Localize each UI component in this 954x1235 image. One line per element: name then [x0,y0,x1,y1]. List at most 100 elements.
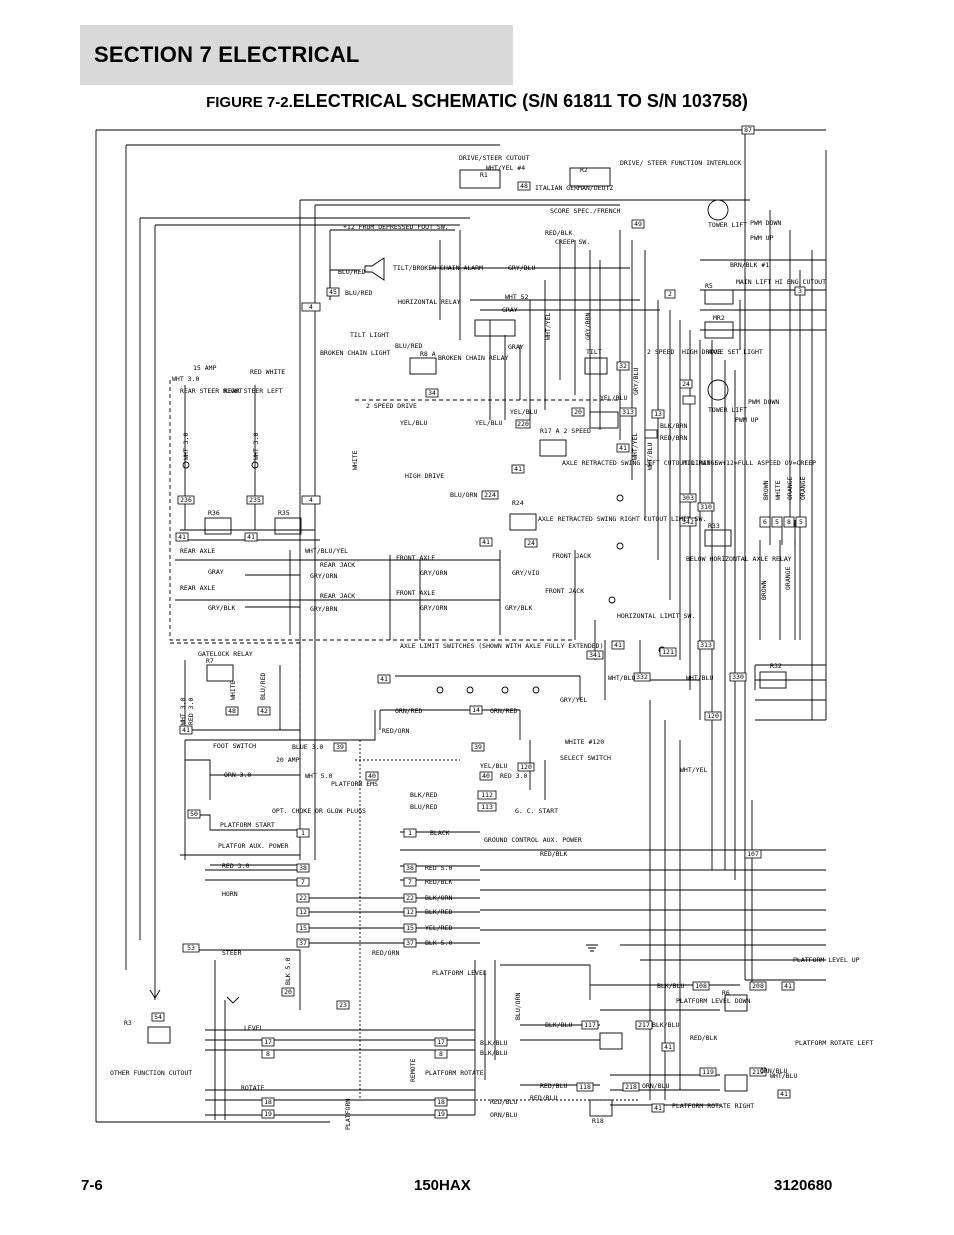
relay-r6: R6 [722,989,730,997]
label-yel-blu-5: YEL/BLU [475,419,502,427]
terminal-8b: 8 [439,1050,443,1058]
terminal-42: 42 [260,707,268,715]
label-from-depressed-foot-sw: +12 FROM DEPRESSED FOOT SW. [343,223,449,231]
relay-r3: R3 [124,1019,132,1027]
terminal-20b: 20 [284,988,292,996]
label-gry-yel: GRY/YEL [560,696,587,704]
terminal-48: 48 [520,182,528,190]
label-gray-2: GRAY [508,343,524,351]
terminal-41c: 41 [178,533,186,541]
terminal-19b: 19 [437,1110,445,1118]
label-blk-blu-2: BLK/BLU [480,1039,507,1047]
label-gry-orn: GRY/ORN [420,569,447,577]
label-wht-5-0: WHT 5.0 [305,772,332,780]
label-red-blk-4: RED/BLK [690,1034,717,1042]
component-ids: R1 R2 R5 MR2 R8 A R36 R35 R24 R33 R7 R32… [124,166,782,1125]
figure-caption: ELECTRICAL SCHEMATIC (S/N 61811 TO S/N 1… [292,91,748,111]
label-wht-yel-4: WHT/YEL #4 [486,164,525,172]
relay-r2: R2 [580,166,588,174]
label-gry-vio: GRY/VIO [512,569,539,577]
relay-r24: R24 [512,499,524,507]
footer-model: 150HAX [414,1177,471,1194]
schematic-labels: DRIVE/STEER CUTOUT WHT/YEL #4 DRIVE/ STE… [110,154,873,1119]
terminal-217: 217 [638,1021,650,1029]
label-orn-blu: ORN/BLU [490,1111,517,1119]
label-foot-switch: FOOT SWITCH [213,742,256,750]
label-pwm-down-mid: PWM DOWN [748,398,779,406]
label-platform-start: PLATFORM START [220,821,275,829]
label-r17a-2speed: R17 A 2 SPEED [540,427,591,435]
label-orn-blu-2: ORN/BLU [642,1082,669,1090]
label-wht-3-0: WHT 3.0 [172,375,199,383]
label-italian-german-deutz: ITALIAN GERMAN/DEUTZ [535,184,613,192]
label-red-5-0: RED 5.0 [425,864,452,872]
label-orange-3: ORANGE [784,566,792,590]
terminal-14: 14 [472,706,480,714]
terminal-7a: 7 [301,878,305,886]
label-high-drive-2: HIGH DRIVE [682,348,721,356]
label-pwm-up-top: PWM UP [750,234,774,242]
label-blu-red-3: BLU/RED [395,342,422,350]
label-horn: HORN [222,890,238,898]
label-rear-axle-2: REAR AXLE [180,584,215,592]
terminal-310: 310 [700,503,712,511]
label-20-amp: 20 AMP [276,756,300,764]
label-blu-red: BLU/RED [410,803,437,811]
label-opt-choke: OPT. CHOKE OR GLOW PLUGS [272,807,366,815]
terminal-22a: 22 [299,894,307,902]
relay-r8: R8 A [420,350,436,358]
label-red-3-0-v: RED 3.0 [187,698,195,725]
terminal-39b: 39 [474,743,482,751]
label-tilt-light: TILT LIGHT [350,331,389,339]
label-rear-axle-1: REAR AXLE [180,547,215,555]
terminal-13: 13 [654,410,662,418]
label-axle-retracted-swing-left: AXLE RETRACTED SWING LEFT CUTOUT LIMIT S… [562,459,726,467]
terminal-120b: 120 [520,763,532,771]
terminal-40b: 40 [482,772,490,780]
wire-terminals [151,125,807,1119]
terminal-236: 236 [180,496,192,504]
terminal-117: 117 [584,1021,596,1029]
terminal-32: 32 [619,362,627,370]
label-front-axle-1: FRONT AXLE [396,554,435,562]
label-pwm-down-top: PWM DOWN [750,219,781,227]
terminal-313b: 313 [700,641,712,649]
label-blk-blu-4: BLK/BLU [652,1021,679,1029]
terminal-341: 341 [589,651,601,659]
label-gatelock-relay: GATELOCK RELAY [198,650,253,658]
label-orange-2: ORANGE [799,476,807,500]
label-mid-range: MID RANGE +12=FULL ASPEED OV=CREEP [683,459,816,467]
label-gry-blk: GRY/BLK [208,604,235,612]
label-red-blu: RED/BLU [540,1082,567,1090]
terminal-41i: 41 [784,982,792,990]
label-white-1: WHITE [774,480,782,500]
wiring [95,129,827,1123]
label-blu-red-4: BLU/RED [345,289,372,297]
footer-doc-number: 3120680 [774,1177,833,1194]
label-wht-blu-1: WHT/BLU [608,674,635,682]
terminal-23: 23 [339,1001,347,1009]
label-wht-yel-v2: WHT/YEL [631,433,639,460]
label-tilt: TILT [586,348,602,356]
terminal-121: 121 [662,648,674,656]
terminal-120: 120 [707,712,719,720]
terminal-6: 6 [763,518,767,526]
terminal-107: 107 [747,850,759,858]
label-wht-235: WHT 3.0 [252,433,260,460]
terminal-87: 87 [744,126,752,134]
label-other-function-cutout: OTHER FUNCTION CUTOUT [110,1069,192,1077]
terminal-220: 220 [517,420,529,428]
label-horizontal-limit-sw: HORIZONTAL LIMIT SW. [617,612,695,620]
label-yel-red: YEL/RED [425,924,452,932]
terminal-330: 330 [732,673,744,681]
terminal-50: 50 [190,810,198,818]
label-rear-jack-1: REAR JACK [320,561,355,569]
section-header-bar: SECTION 7 ELECTRICAL [80,25,513,85]
label-platform-aux-power: PLATFOR AUX. POWER [218,842,289,850]
label-white-344: WHITE [351,450,359,470]
terminal-41l: 41 [654,1104,662,1112]
label-gray-rear-axle: GRAY [208,568,224,576]
label-tilt-broken-chain-alarm: TILT/BROKEN CHAIN ALARM [393,264,483,272]
terminal-24: 24 [682,380,690,388]
label-red-orn-2: RED/ORN [372,949,399,957]
